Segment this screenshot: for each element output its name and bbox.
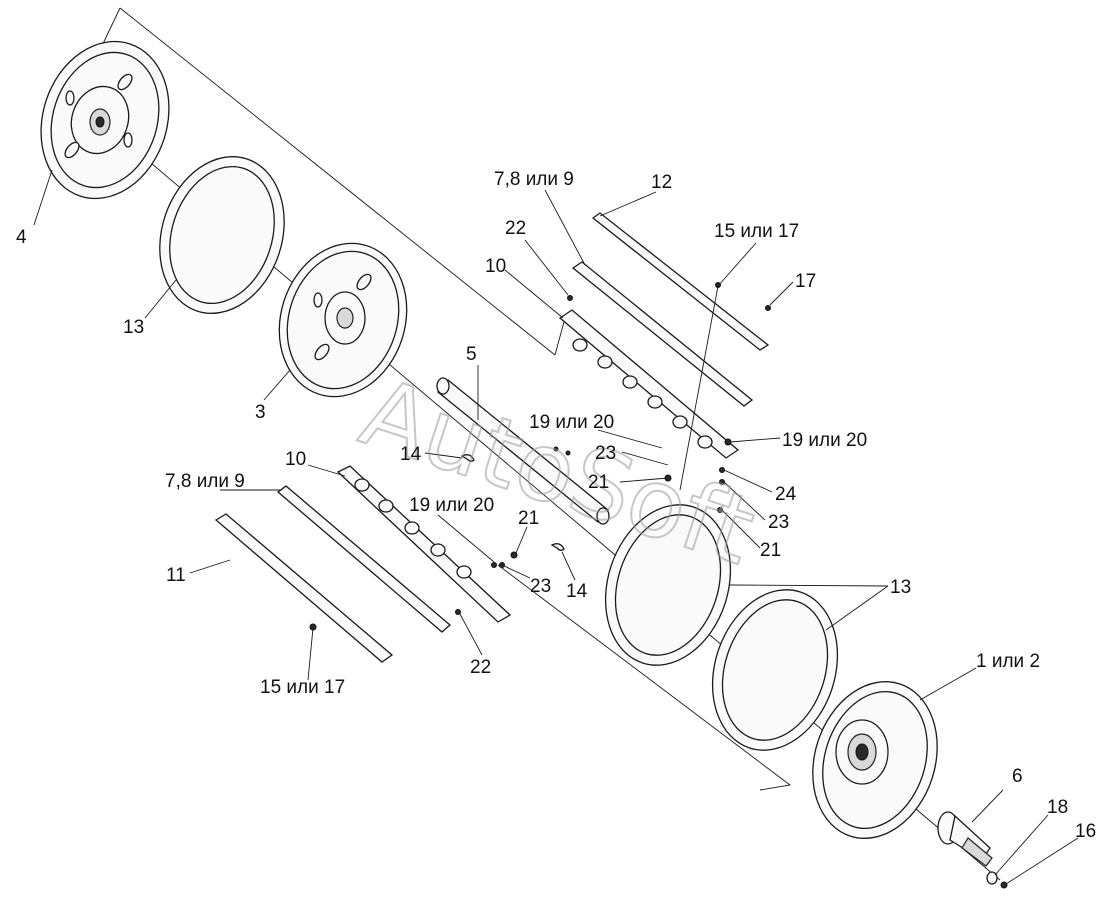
callout-23-bottom: 23 xyxy=(530,576,551,597)
bracket-10-bottom xyxy=(336,465,512,623)
callout-7-8-9-bottom: 7,8 или 9 xyxy=(165,471,245,492)
bolt-16 xyxy=(1000,881,1008,889)
callout-24: 24 xyxy=(775,484,797,505)
washer-18 xyxy=(986,871,998,885)
callout-21-right: 21 xyxy=(760,540,781,561)
callout-3: 3 xyxy=(255,402,266,423)
callout-labels: 4 13 3 7,8 или 9 12 22 10 15 или 17 17 5… xyxy=(16,169,1096,842)
callout-16: 16 xyxy=(1075,821,1096,842)
watermark-text: AutoSoft xyxy=(349,358,767,586)
callout-21-bottom: 21 xyxy=(518,508,539,529)
callout-7-8-9-top: 7,8 или 9 xyxy=(494,169,574,190)
callout-19-20-right: 19 или 20 xyxy=(782,430,867,451)
callout-12: 12 xyxy=(651,172,672,193)
callout-22-top: 22 xyxy=(505,218,526,239)
leader-lines xyxy=(33,169,1079,885)
clip-14-left xyxy=(460,454,475,462)
plate-7-8-9-top xyxy=(571,261,754,407)
callout-4: 4 xyxy=(16,227,27,248)
ring-13-bottom-b xyxy=(711,589,839,751)
bracket-10-top xyxy=(558,309,740,459)
callout-19-20-bottom: 19 или 20 xyxy=(409,495,494,516)
ring-13-top xyxy=(159,156,285,314)
callout-14-left: 14 xyxy=(400,444,422,465)
callout-15-17-bottom: 15 или 17 xyxy=(260,677,345,698)
bar-12 xyxy=(591,212,770,351)
shaft-5 xyxy=(436,377,610,525)
callout-17: 17 xyxy=(795,271,816,292)
callout-23-right: 23 xyxy=(768,512,789,533)
callout-18: 18 xyxy=(1047,797,1068,818)
callout-21-top: 21 xyxy=(588,472,609,493)
callout-22-bottom: 22 xyxy=(470,657,491,678)
ring-13-bottom-a xyxy=(604,504,732,666)
disc-3 xyxy=(278,242,408,398)
callout-10-bottom: 10 xyxy=(285,449,306,470)
hub-shaft-6 xyxy=(937,811,993,867)
callout-15-17-top: 15 или 17 xyxy=(714,221,799,242)
callout-13-bottom: 13 xyxy=(890,577,911,598)
callout-13-top: 13 xyxy=(123,317,144,338)
callout-6: 6 xyxy=(1012,766,1023,787)
end-disc-4 xyxy=(40,40,170,200)
callout-14-right: 14 xyxy=(566,581,588,602)
callout-23-top: 23 xyxy=(595,443,616,464)
end-disc-1-2 xyxy=(812,681,938,839)
callout-1-2: 1 или 2 xyxy=(976,651,1040,672)
clip-14-right xyxy=(550,543,565,551)
callout-5: 5 xyxy=(466,344,477,365)
plate-7-8-9-bottom xyxy=(276,485,451,633)
callout-19-20-top: 19 или 20 xyxy=(529,412,614,433)
callout-10-top: 10 xyxy=(485,256,506,277)
callout-11: 11 xyxy=(166,565,186,586)
fasteners xyxy=(309,282,771,631)
bar-11 xyxy=(214,513,394,663)
